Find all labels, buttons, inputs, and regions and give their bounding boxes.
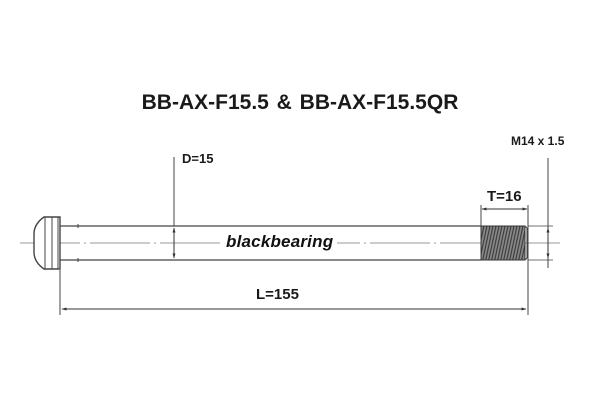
thread-length-dimension (480, 205, 529, 278)
thread-spec-label: M14 x 1.5 (511, 134, 565, 148)
product-title: BB-AX-F15.5 & BB-AX-F15.5QR (141, 91, 459, 114)
diameter-label: D=15 (182, 151, 214, 166)
length-label: L=155 (256, 286, 299, 303)
axle-head (33, 216, 61, 270)
length-dimension (59, 270, 529, 315)
brand-logo-text: blackbearing (222, 232, 338, 252)
thread-length-label: T=16 (487, 188, 522, 205)
axle-thread (480, 225, 528, 261)
thread-spec-dimension (528, 158, 553, 268)
axle-shaft (60, 224, 481, 262)
